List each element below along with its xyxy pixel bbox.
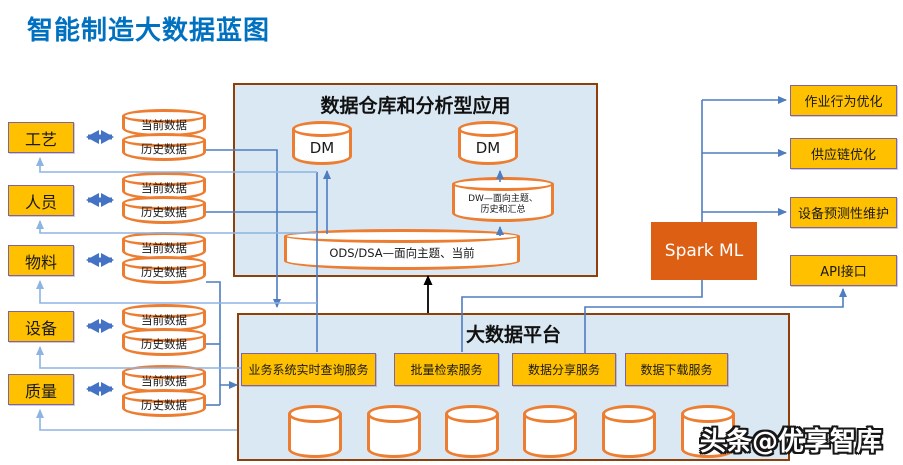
output-box-job-optimization: 作业行为优化 [790,85,897,116]
platform-storage-cylinder [367,405,421,458]
service-realtime-query: 业务系统实时查询服务 [241,353,376,386]
domain-box-equipment: 设备 [8,311,74,342]
equipment-history-data-cylinder: 历史数据 [122,328,206,356]
service-data-download: 数据下载服务 [625,353,728,386]
craft-history-data-cylinder: 历史数据 [122,133,206,161]
platform-storage-cylinder [288,405,342,458]
ods-dsa-cylinder: ODS/DSA—面向主题、当前 [284,229,520,270]
domain-box-personnel: 人员 [8,185,74,216]
platform-storage-cylinder [602,405,656,458]
equipment-current-data-cylinder: 当前数据 [122,304,206,332]
material-history-data-cylinder: 历史数据 [122,256,206,284]
craft-current-data-cylinder: 当前数据 [122,109,206,137]
platform-storage-cylinder [681,405,735,458]
dm-cylinder-left: DM [292,121,352,165]
domain-box-craft: 工艺 [8,122,74,153]
output-box-supply-chain: 供应链优化 [790,138,897,169]
service-batch-search: 批量检索服务 [394,353,499,386]
spark-ml-box: Spark ML [651,222,757,280]
platform-panel-title: 大数据平台 [465,324,561,346]
personnel-current-data-cylinder: 当前数据 [122,172,206,200]
service-data-share: 数据分享服务 [512,353,616,386]
quality-current-data-cylinder: 当前数据 [122,365,206,393]
watermark: 头条@优享智库 [700,427,883,457]
domain-box-material: 物料 [8,245,74,276]
personnel-history-data-cylinder: 历史数据 [122,196,206,224]
platform-storage-cylinder [523,405,577,458]
dw-cylinder: DW—面向主题、历史和汇总 [452,177,554,222]
warehouse-panel-title: 数据仓库和分析型应用 [320,95,511,117]
output-box-api: API接口 [790,255,897,286]
quality-history-data-cylinder: 历史数据 [122,389,206,417]
domain-data-double-arrows [86,130,114,396]
output-box-predictive-maintenance: 设备预测性维护 [790,197,897,228]
dm-cylinder-right: DM [458,121,518,165]
domain-box-quality: 质量 [8,374,74,405]
platform-storage-cylinder [445,405,499,458]
page-title: 智能制造大数据蓝图 [27,16,271,46]
material-current-data-cylinder: 当前数据 [122,232,206,260]
